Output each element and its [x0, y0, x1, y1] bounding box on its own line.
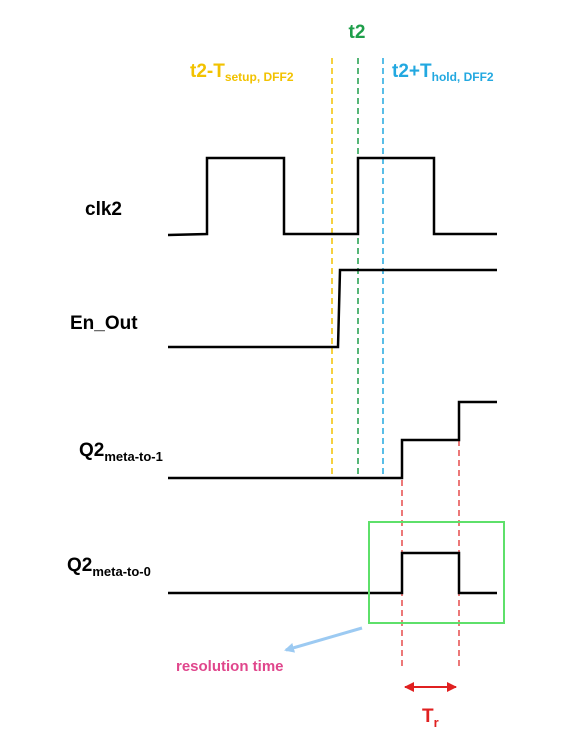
en-out-label: En_Out [70, 313, 138, 334]
hold-time-label: t2+Thold, DFF2 [392, 61, 494, 84]
resolution-highlight-box [368, 521, 505, 624]
q2-meta-to-1-label: Q2meta-to-1 [79, 440, 163, 464]
resolution-time-label: resolution time [176, 658, 284, 675]
q2-meta-to-0-waveform [168, 551, 497, 595]
clk2-waveform [167, 156, 497, 237]
q2-meta-to-0-label: Q2meta-to-0 [67, 555, 151, 579]
clk2-label: clk2 [85, 199, 122, 220]
en-out-waveform [168, 268, 497, 349]
tr-label: Tr [422, 706, 439, 730]
resolution-time-arrow [284, 626, 363, 653]
setup-time-label: t2-Tsetup, DFF2 [190, 61, 294, 84]
t2-label: t2 [349, 22, 366, 43]
q2-meta-to-1-waveform [168, 400, 497, 480]
